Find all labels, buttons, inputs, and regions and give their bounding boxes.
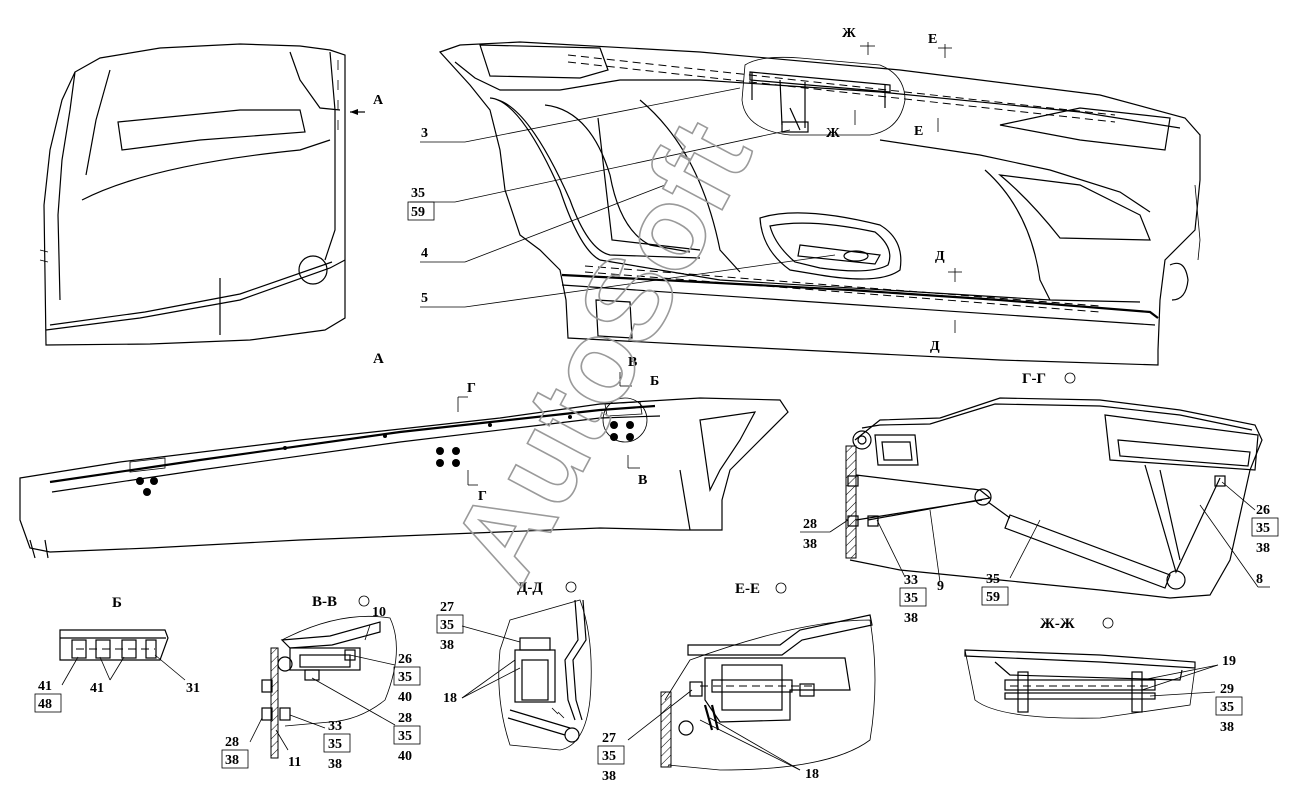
marker-D-bottom: Д bbox=[930, 339, 940, 354]
marker-B: Б bbox=[650, 374, 659, 389]
view-title-VV: В-В bbox=[312, 594, 337, 610]
section-marker-D: Д Д bbox=[930, 249, 962, 354]
callout-11: 11 bbox=[288, 755, 301, 770]
callout-33-VV: 33 bbox=[328, 719, 342, 734]
callout-3: 3 bbox=[421, 126, 428, 141]
callout-38-VV: 38 bbox=[328, 757, 342, 772]
callout-40-VV-b: 40 bbox=[398, 749, 412, 764]
section-marker-V: В В Б bbox=[619, 355, 659, 488]
view-A: А bbox=[19, 351, 789, 559]
section-marker-G: Г Г bbox=[457, 381, 487, 504]
callout-10: 10 bbox=[372, 605, 386, 620]
view-title-B: Б bbox=[112, 595, 122, 611]
callout-18-EE: 18 bbox=[805, 767, 819, 782]
callout-38-GG-c: 38 bbox=[1256, 541, 1270, 556]
marker-D-top: Д bbox=[935, 249, 945, 264]
callout-35-VV-c: 35 bbox=[328, 737, 342, 752]
view-title-DD: Д-Д bbox=[517, 580, 543, 596]
view-title-A: А bbox=[373, 351, 384, 367]
watermark-text: AutoSoft bbox=[426, 100, 776, 602]
callout-28-VV: 28 bbox=[225, 735, 239, 750]
side-view-panel bbox=[39, 43, 346, 346]
marker-G-bottom: Г bbox=[478, 489, 487, 504]
callout-8: 8 bbox=[1256, 572, 1263, 587]
callout-35-GG: 35 bbox=[904, 591, 918, 606]
view-title-EE: Е-Е bbox=[735, 581, 760, 597]
callout-35-VV: 35 bbox=[398, 670, 412, 685]
marker-Zh-top: Ж bbox=[842, 26, 856, 41]
view-B: Б 41 48 41 31 bbox=[34, 595, 200, 713]
callout-59-main: 59 bbox=[411, 205, 425, 220]
callout-41-B-a: 41 bbox=[38, 679, 52, 694]
marker-G-top: Г bbox=[467, 381, 476, 396]
callout-18-DD: 18 bbox=[443, 691, 457, 706]
callout-9: 9 bbox=[937, 579, 944, 594]
marker-V-top: В bbox=[628, 355, 637, 370]
marker-E-top: Е bbox=[928, 32, 937, 47]
callout-38-GG: 38 bbox=[803, 537, 817, 552]
callout-28-VV-b: 28 bbox=[398, 711, 412, 726]
marker-E-bottom: Е bbox=[914, 124, 923, 139]
view-arrow-A: А bbox=[350, 93, 384, 115]
callout-38-GG-b: 38 bbox=[904, 611, 918, 626]
callout-26-VV: 26 bbox=[398, 652, 412, 667]
marker-A: А bbox=[373, 93, 384, 108]
marker-V-bottom: В bbox=[638, 473, 647, 488]
callout-38-VV-b: 38 bbox=[225, 753, 239, 768]
callout-59-GG: 59 bbox=[986, 590, 1000, 605]
callout-4: 4 bbox=[421, 246, 428, 261]
callout-35-DD: 35 bbox=[440, 618, 454, 633]
view-title-GG: Г-Г bbox=[1022, 371, 1046, 387]
callout-19: 19 bbox=[1222, 654, 1236, 669]
callout-33-GG: 33 bbox=[904, 573, 918, 588]
callout-35-VV-b: 35 bbox=[398, 729, 412, 744]
callouts-GG: 28 38 33 35 38 9 35 59 8 26 35 38 bbox=[800, 481, 1279, 626]
callouts-main-view: 3 35 59 4 5 bbox=[407, 87, 836, 308]
section-ZhZh: Ж-Ж 19 29 35 38 bbox=[964, 616, 1243, 735]
callout-35-ZhZh: 35 bbox=[1220, 700, 1234, 715]
section-DD: Д-Д 27 35 38 18 bbox=[436, 580, 592, 751]
callout-28-GG: 28 bbox=[803, 517, 817, 532]
marker-Zh-bottom: Ж bbox=[826, 126, 840, 141]
callout-35-GG-c: 35 bbox=[1256, 521, 1270, 536]
watermark: AutoSoft bbox=[426, 100, 778, 603]
callout-27-EE: 27 bbox=[602, 731, 616, 746]
callout-31: 31 bbox=[186, 681, 200, 696]
callout-29: 29 bbox=[1220, 682, 1234, 697]
callout-5: 5 bbox=[421, 291, 428, 306]
section-GG: Г-Г bbox=[845, 371, 1263, 599]
main-panel-view bbox=[438, 41, 1201, 366]
section-VV: В-В bbox=[261, 594, 397, 759]
callout-38-DD: 38 bbox=[440, 638, 454, 653]
callout-48: 48 bbox=[38, 697, 52, 712]
callout-26-GG: 26 bbox=[1256, 503, 1270, 518]
section-marker-E: Е Е bbox=[914, 32, 952, 139]
view-title-ZhZh: Ж-Ж bbox=[1040, 616, 1075, 632]
callout-35-GG-b: 35 bbox=[986, 572, 1000, 587]
callout-41-B-b: 41 bbox=[90, 681, 104, 696]
callout-35-main: 35 bbox=[411, 186, 425, 201]
callout-27-DD: 27 bbox=[440, 600, 454, 615]
section-marker-Zh: Ж Ж bbox=[826, 26, 875, 141]
callouts-VV: 10 26 35 40 28 35 40 33 35 38 28 38 11 bbox=[221, 605, 421, 772]
callout-38-EE: 38 bbox=[602, 769, 616, 784]
callout-35-EE: 35 bbox=[602, 749, 616, 764]
callout-38-ZhZh: 38 bbox=[1220, 720, 1234, 735]
section-EE: Е-Е 18 27 35 38 bbox=[597, 581, 876, 784]
callout-40-VV: 40 bbox=[398, 690, 412, 705]
